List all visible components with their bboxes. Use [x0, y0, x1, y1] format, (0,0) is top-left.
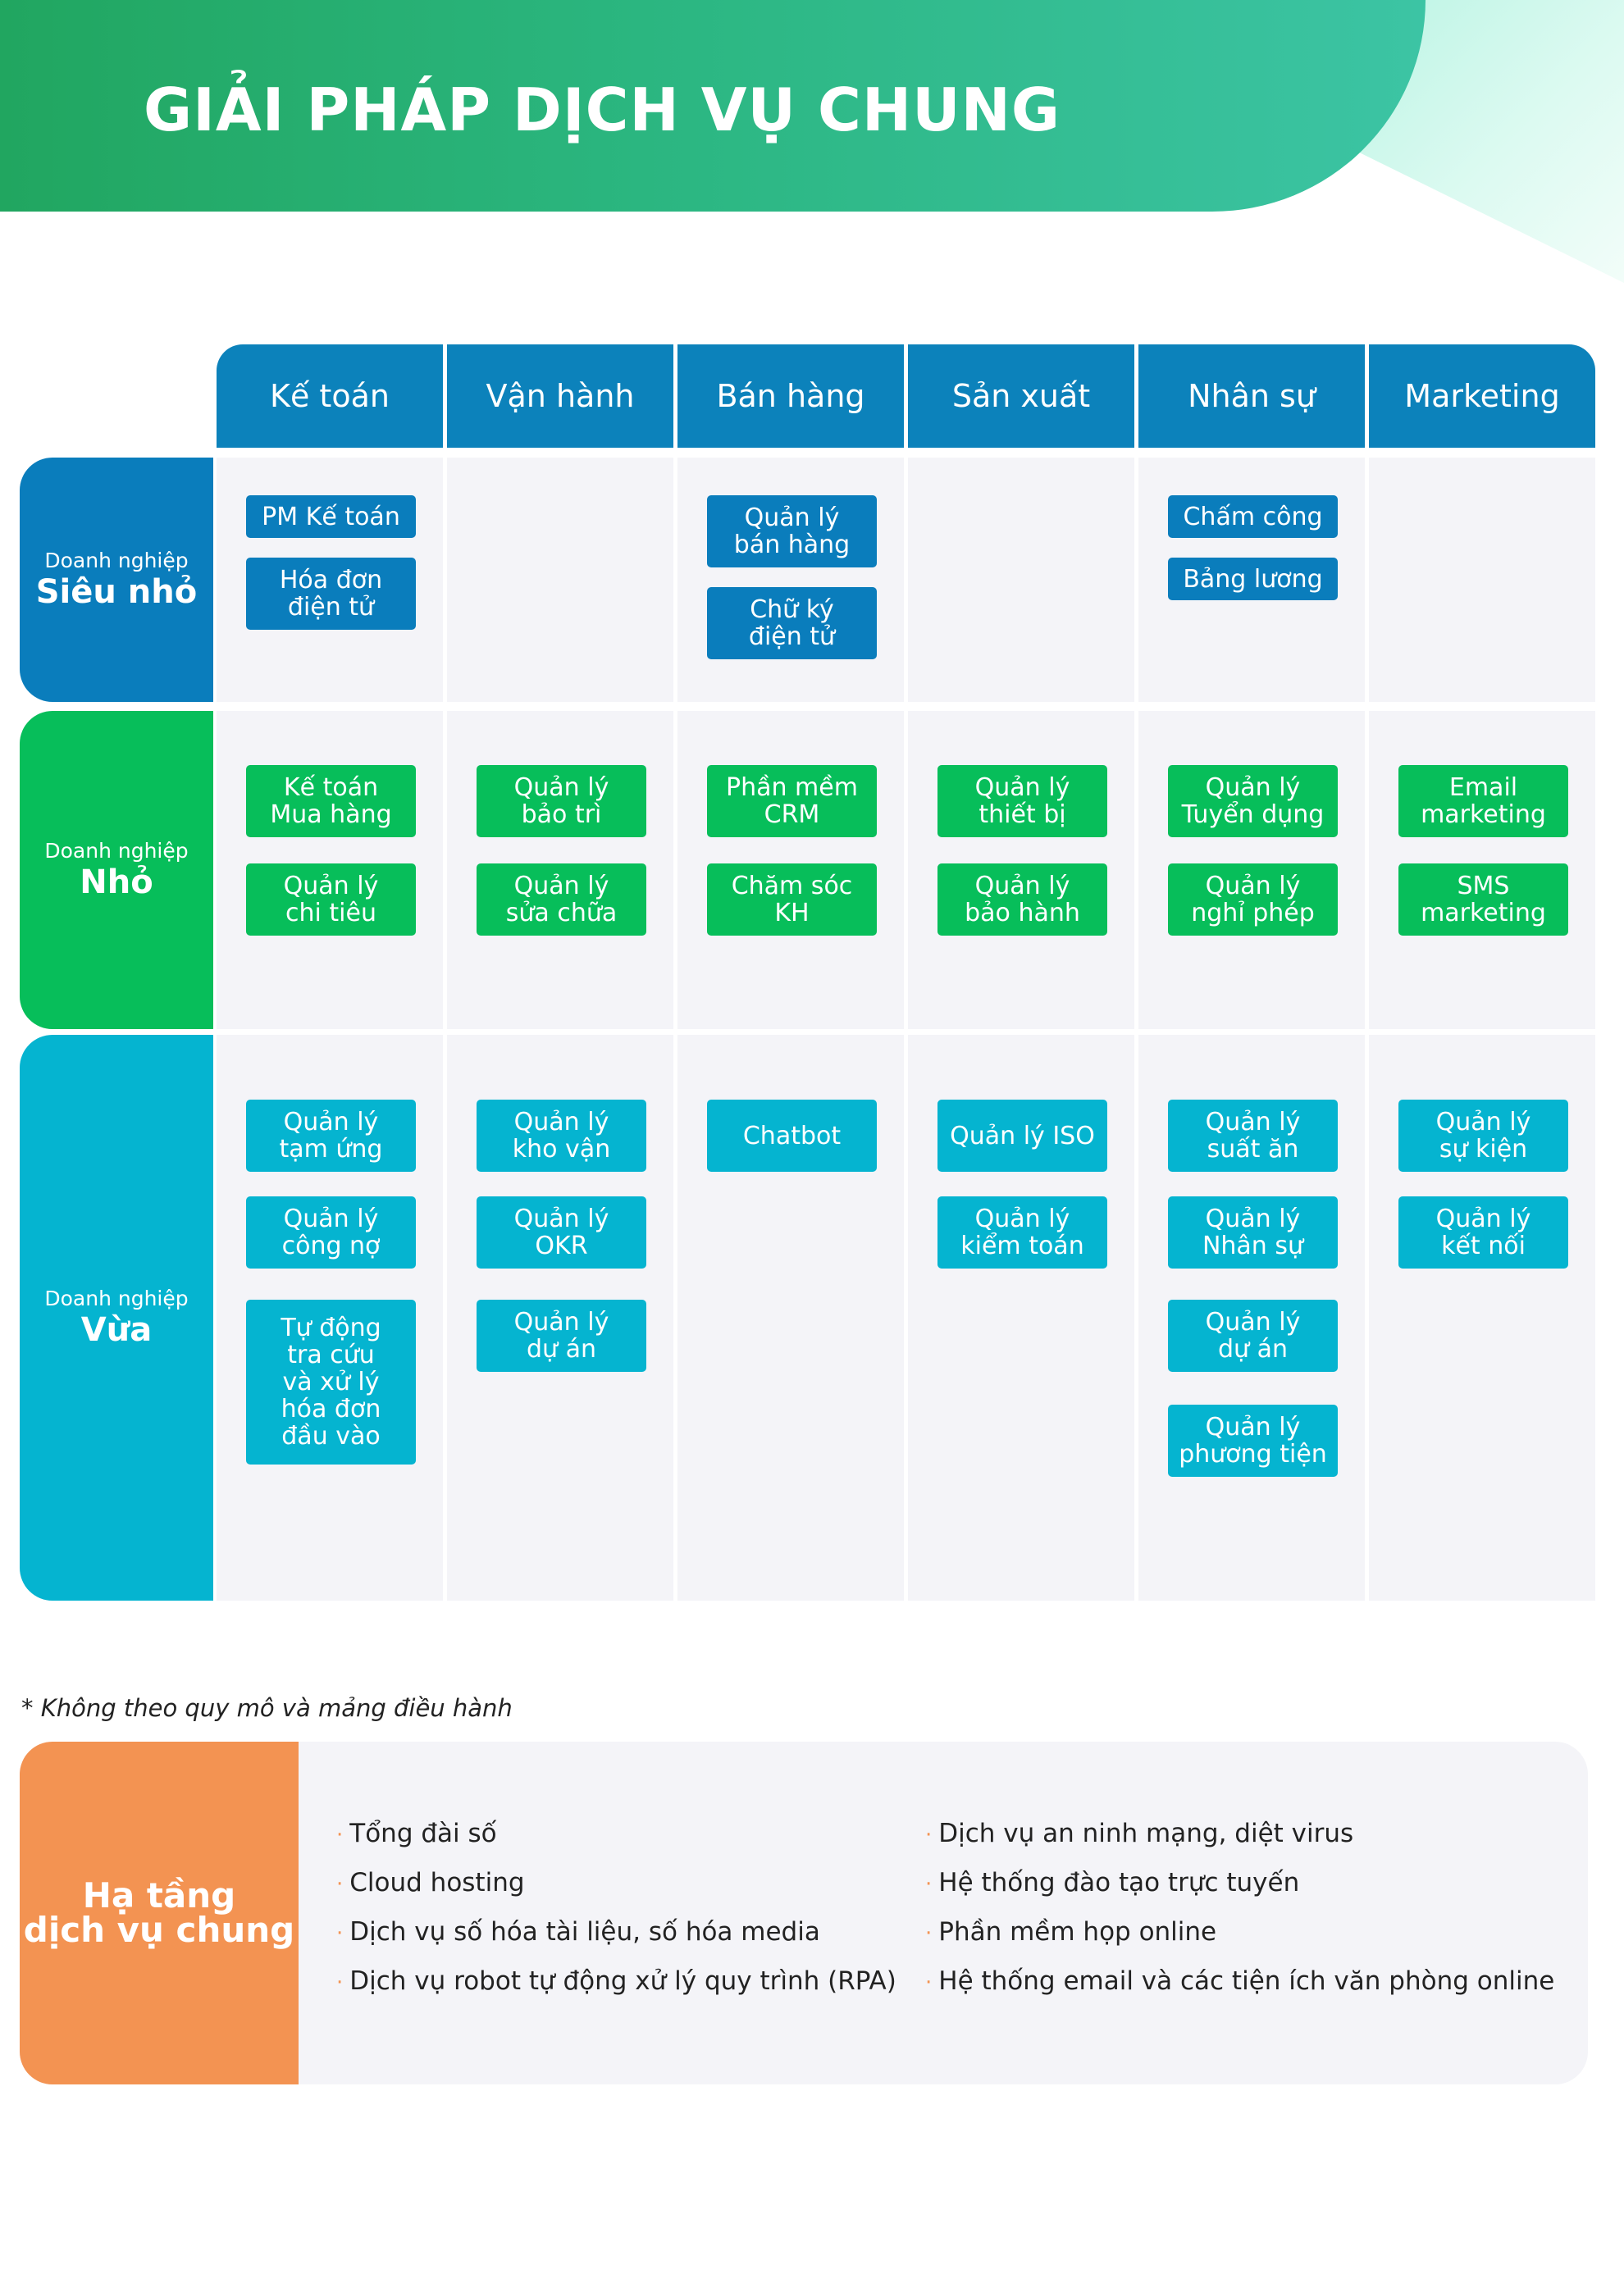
row-label-prefix: Doanh nghiệp [44, 1287, 189, 1310]
column-header: Marketing [1369, 344, 1595, 448]
solution-chip[interactable]: Quản lý dự án [1168, 1300, 1338, 1372]
infra-item-text: Dịch vụ robot tự động xử lý quy trình (R… [349, 1966, 896, 1996]
row-label-prefix: Doanh nghiệp [44, 549, 189, 572]
infra-item-text: Phần mềm họp online [938, 1917, 1217, 1947]
row-label-size: Siêu nhỏ [35, 573, 198, 611]
infra-item-text: Tổng đài số [349, 1819, 497, 1848]
matrix-cell [908, 458, 1134, 702]
solution-chip[interactable]: Quản lý bảo trì [477, 765, 646, 837]
solution-chip[interactable]: Chữ ký điện tử [707, 587, 877, 659]
solution-chip[interactable]: Quản lý tạm ứng [246, 1100, 416, 1172]
solution-chip[interactable]: Chăm sóc KH [707, 863, 877, 936]
infra-item-text: Hệ thống email và các tiện ích văn phòng… [938, 1966, 1555, 1996]
column-header: Vận hành [447, 344, 673, 448]
solution-chip[interactable]: Quản lý thiết bị [937, 765, 1107, 837]
solution-chip[interactable]: Quản lý sửa chữa [477, 863, 646, 936]
solution-chip[interactable]: Quản lý nghỉ phép [1168, 863, 1338, 936]
solution-chip[interactable]: Tự động tra cứu và xử lý hóa đơn đầu vào [246, 1300, 416, 1465]
solution-chip[interactable]: Quản lý Tuyển dụng [1168, 765, 1338, 837]
infra-item: ·Phần mềm họp online [925, 1917, 1216, 1947]
infra-item: ·Hệ thống đào tạo trực tuyến [925, 1868, 1299, 1897]
bullet-icon: · [925, 1823, 933, 1847]
matrix-cell [677, 458, 904, 702]
solution-chip[interactable]: Quản lý phương tiện [1168, 1405, 1338, 1477]
column-header: Sản xuất [908, 344, 1134, 448]
matrix-cell [447, 458, 673, 702]
infra-item-text: Hệ thống đào tạo trực tuyến [938, 1868, 1300, 1897]
footnote: * Không theo quy mô và mảng điều hành [21, 1694, 513, 1722]
solution-chip[interactable]: Quản lý chi tiêu [246, 863, 416, 936]
infra-item-text: Dịch vụ an ninh mạng, diệt virus [938, 1819, 1354, 1848]
solution-chip[interactable]: Quản lý bảo hành [937, 863, 1107, 936]
infra-item-text: Dịch vụ số hóa tài liệu, số hóa media [349, 1917, 820, 1947]
infra-item: ·Dịch vụ an ninh mạng, diệt virus [925, 1819, 1353, 1848]
row-label-size: Nhỏ [80, 863, 153, 901]
solution-chip[interactable]: Quản lý ISO [937, 1100, 1107, 1172]
bullet-icon: · [925, 1872, 933, 1897]
header-band [0, 0, 1426, 212]
solution-chip[interactable]: Quản lý kết nối [1398, 1196, 1568, 1269]
solution-chip[interactable]: Quản lý dự án [477, 1300, 646, 1372]
bullet-icon: · [925, 1921, 933, 1946]
solution-chip[interactable]: Quản lý Nhân sự [1168, 1196, 1338, 1269]
matrix-cell [1369, 458, 1595, 702]
infra-item-text: Cloud hosting [349, 1868, 525, 1897]
infra-item: ·Dịch vụ số hóa tài liệu, số hóa media [336, 1917, 820, 1947]
column-header: Nhân sự [1138, 344, 1365, 448]
row-label-prefix: Doanh nghiệp [44, 839, 189, 863]
solution-chip[interactable]: Phần mềm CRM [707, 765, 877, 837]
column-header: Kế toán [217, 344, 443, 448]
bullet-icon: · [336, 1921, 344, 1946]
solution-chip[interactable]: Kế toán Mua hàng [246, 765, 416, 837]
solution-chip[interactable]: Hóa đơn điện tử [246, 558, 416, 630]
solution-chip[interactable]: Quản lý kho vận [477, 1100, 646, 1172]
solution-chip[interactable]: PM Kế toán [246, 495, 416, 538]
solution-chip[interactable]: Quản lý OKR [477, 1196, 646, 1269]
bullet-icon: · [925, 1970, 933, 1995]
column-header: Bán hàng [677, 344, 904, 448]
solution-chip[interactable]: Chatbot [707, 1100, 877, 1172]
solution-chip[interactable]: Quản lý kiểm toán [937, 1196, 1107, 1269]
solution-chip[interactable]: Email marketing [1398, 765, 1568, 837]
bullet-icon: · [336, 1872, 344, 1897]
page-title: GIẢI PHÁP DỊCH VỤ CHUNG [144, 75, 1061, 144]
row-label-size: Vừa [80, 1311, 153, 1349]
solution-chip[interactable]: Quản lý suất ăn [1168, 1100, 1338, 1172]
solution-chip[interactable]: Quản lý sự kiện [1398, 1100, 1568, 1172]
solution-chip[interactable]: Quản lý bán hàng [707, 495, 877, 567]
solution-chip[interactable]: Bảng lương [1168, 558, 1338, 600]
bullet-icon: · [336, 1823, 344, 1847]
infra-item: ·Tổng đài số [336, 1819, 497, 1848]
infra-item: ·Hệ thống email và các tiện ích văn phòn… [925, 1966, 1554, 1996]
solution-chip[interactable]: SMS marketing [1398, 863, 1568, 936]
infra-label: Hạ tầng dịch vụ chung [20, 1742, 299, 2084]
infra-item: ·Dịch vụ robot tự động xử lý quy trình (… [336, 1966, 896, 1996]
solution-chip[interactable]: Chấm công [1168, 495, 1338, 538]
infra-item: ·Cloud hosting [336, 1868, 525, 1897]
bullet-icon: · [336, 1970, 344, 1995]
solution-chip[interactable]: Quản lý công nợ [246, 1196, 416, 1269]
